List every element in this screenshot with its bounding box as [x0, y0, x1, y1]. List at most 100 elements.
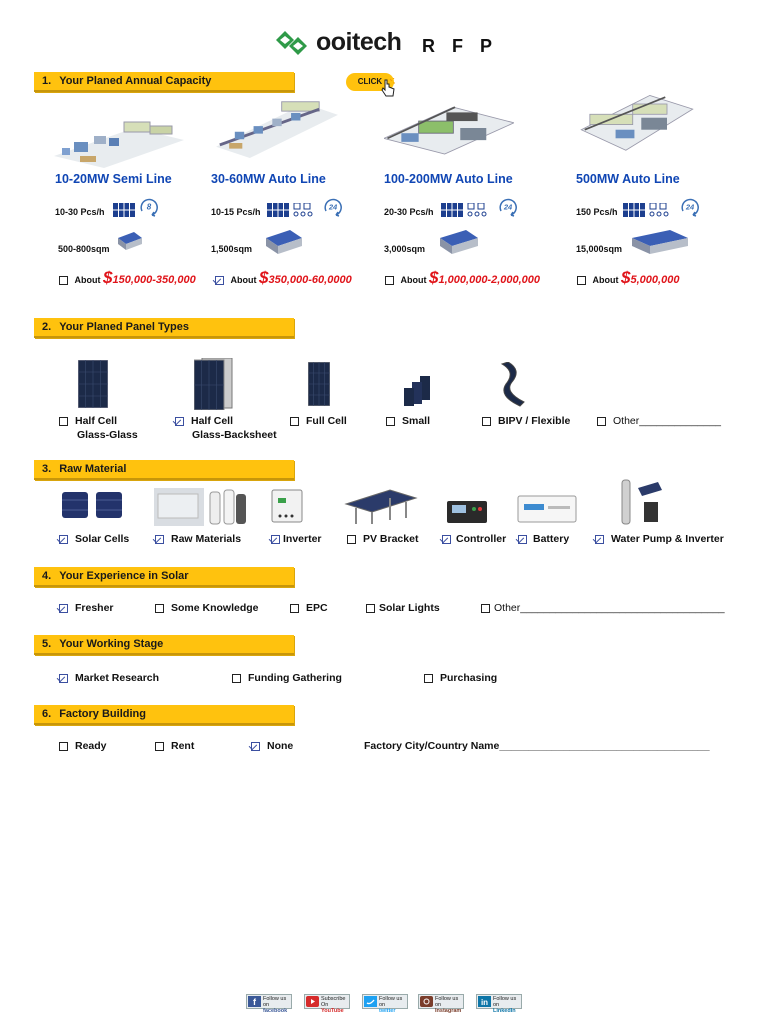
instagram-icon [420, 996, 433, 1007]
section-bar-raw-material: 3.Raw Material [34, 460, 294, 480]
factory-city-field[interactable]: Factory City/Country Name_______________… [364, 740, 710, 752]
price-option-1[interactable]: About $150,000-350,000 [59, 268, 196, 288]
svg-text:f: f [253, 997, 257, 1007]
capacity-title-3: 100-200MW Auto Line [384, 172, 513, 186]
material-option-raw-materials[interactable]: Raw Materials [155, 533, 241, 545]
conveyor-icon [649, 203, 669, 217]
svg-text:24: 24 [503, 203, 513, 212]
experience-option-epc[interactable]: EPC [290, 602, 328, 614]
checkbox[interactable] [597, 416, 606, 426]
experience-option-solar-lights[interactable]: Solar Lights [366, 602, 440, 614]
stage-option-purchasing[interactable]: Purchasing [424, 672, 497, 684]
half-cell-glass-glass-panel-image [78, 360, 108, 408]
checkbox-checked[interactable] [59, 673, 68, 683]
auto-line-30-60-image [216, 101, 338, 158]
checkbox[interactable] [290, 603, 299, 613]
click-button[interactable]: CLICK [346, 73, 394, 91]
checkbox[interactable] [155, 603, 164, 613]
checkbox[interactable] [59, 276, 68, 286]
panel-option-half-cell-glass-backsheet[interactable]: Half Cell [175, 415, 233, 427]
checkbox[interactable] [577, 276, 586, 286]
solar-cells-image [62, 492, 122, 518]
price-option-4[interactable]: About $5,000,000 [577, 268, 679, 288]
checkbox-checked[interactable] [271, 534, 280, 544]
hours-icon: 24 [324, 198, 342, 217]
material-option-controller[interactable]: Controller [442, 533, 506, 545]
section-bar-experience: 4.Your Experience in Solar [34, 567, 294, 587]
building-option-rent[interactable]: Rent [155, 740, 194, 752]
stage-option-market-research[interactable]: Market Research [59, 672, 159, 684]
building-option-none[interactable]: None [251, 740, 293, 752]
checkbox-checked[interactable] [595, 534, 604, 544]
material-option-pv-bracket[interactable]: PV Bracket [347, 533, 418, 545]
experience-option-some-knowledge[interactable]: Some Knowledge [155, 602, 259, 614]
area-2: 1,500sqm [211, 244, 253, 254]
facebook-icon: f [248, 996, 261, 1007]
stage-option-funding-gathering[interactable]: Funding Gathering [232, 672, 342, 684]
checkbox[interactable] [59, 416, 68, 426]
factory-roof-icon [440, 230, 478, 254]
page-title: R F P [422, 36, 499, 56]
material-option-battery[interactable]: Battery [518, 533, 569, 545]
panel-option-other[interactable]: Other______________ [597, 415, 721, 427]
factory-roof-icon [118, 232, 142, 250]
solar-module-icon [623, 203, 645, 217]
inverter-image [271, 489, 303, 523]
semi-line-image [54, 121, 184, 168]
checkbox[interactable] [481, 603, 490, 613]
checkbox-checked[interactable] [59, 534, 68, 544]
checkbox-checked[interactable] [215, 276, 224, 286]
price-option-3[interactable]: About $1,000,000-2,000,000 [385, 268, 540, 288]
material-option-inverter[interactable]: Inverter [271, 533, 322, 545]
svg-text:24: 24 [328, 203, 338, 212]
experience-option-fresher[interactable]: Fresher [59, 602, 114, 614]
price-option-2[interactable]: About $350,000-60,0000 [215, 268, 352, 288]
panel-option-line2: Glass-Backsheet [192, 429, 277, 441]
speed-4: 150 Pcs/h [576, 207, 618, 217]
building-option-ready[interactable]: Ready [59, 740, 107, 752]
area-1: 500-800sqm [58, 244, 110, 254]
checkbox[interactable] [59, 741, 68, 751]
checkbox-checked[interactable] [442, 534, 451, 544]
svg-text:in: in [481, 998, 488, 1007]
panel-option-full-cell[interactable]: Full Cell [290, 415, 347, 427]
capacity-title-1: 10-20MW Semi Line [55, 172, 172, 186]
battery-image [517, 495, 577, 523]
checkbox[interactable] [155, 741, 164, 751]
checkbox-checked[interactable] [175, 416, 184, 426]
checkbox[interactable] [386, 416, 395, 426]
material-option-water-pump-inverter[interactable]: Water Pump & Inverter [595, 533, 724, 545]
material-option-solar-cells[interactable]: Solar Cells [59, 533, 129, 545]
checkbox[interactable] [482, 416, 491, 426]
water-pump-image [621, 479, 662, 525]
panel-option-half-cell-glass-glass[interactable]: Half Cell [59, 415, 117, 427]
conveyor-icon [293, 203, 313, 217]
checkbox[interactable] [385, 276, 394, 286]
hours-icon: 8 [140, 198, 158, 217]
auto-line-100-200-image [384, 106, 514, 155]
ooitech-logo-icon [276, 31, 307, 55]
experience-option-other[interactable]: Other___________________________________ [481, 602, 725, 614]
checkbox-checked[interactable] [59, 603, 68, 613]
checkbox-checked[interactable] [251, 741, 260, 751]
panel-option-small[interactable]: Small [386, 415, 430, 427]
checkbox[interactable] [366, 603, 375, 613]
hand-cursor-icon [381, 78, 395, 97]
checkbox-checked[interactable] [518, 534, 527, 544]
checkbox[interactable] [290, 416, 299, 426]
pv-bracket-image [344, 489, 418, 524]
checkbox[interactable] [232, 673, 241, 683]
checkbox[interactable] [347, 534, 356, 544]
small-panels-image [404, 376, 430, 406]
solar-module-icon [441, 203, 463, 217]
checkbox[interactable] [424, 673, 433, 683]
area-3: 3,000sqm [384, 244, 426, 254]
factory-roof-icon [632, 230, 688, 254]
checkbox-checked[interactable] [155, 534, 164, 544]
panel-option-bipv-flexible[interactable]: BIPV / Flexible [482, 415, 570, 427]
